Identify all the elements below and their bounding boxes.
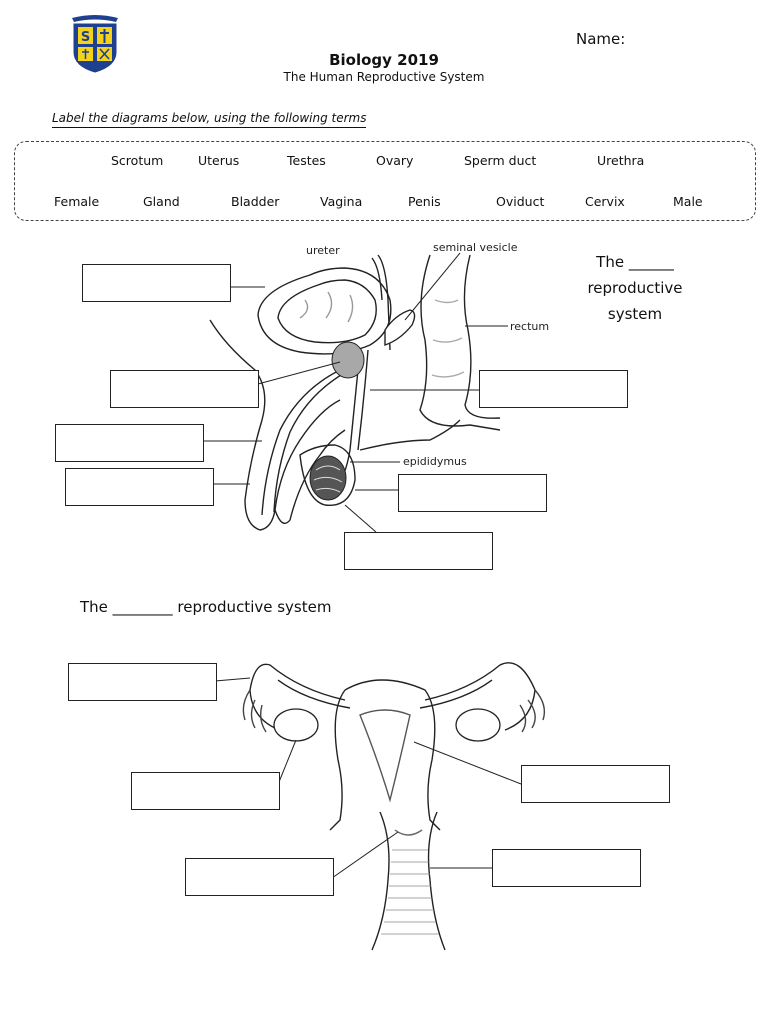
term-vagina: Vagina bbox=[320, 194, 363, 209]
term-testes: Testes bbox=[287, 153, 326, 168]
term-scrotum: Scrotum bbox=[111, 153, 164, 168]
male-system-title: The ______ reproductive system bbox=[566, 249, 704, 327]
instruction-text: Label the diagrams below, using the foll… bbox=[52, 111, 367, 128]
term-male: Male bbox=[673, 194, 703, 209]
answer-box-female-5[interactable] bbox=[492, 849, 641, 887]
female-system-title: The ________ reproductive system bbox=[80, 598, 332, 616]
word-bank: Scrotum Uterus Testes Ovary Sperm duct U… bbox=[14, 141, 756, 221]
answer-box-female-1[interactable] bbox=[68, 663, 217, 701]
label-epididymus: epididymus bbox=[403, 455, 467, 468]
answer-box-female-3[interactable] bbox=[521, 765, 670, 803]
answer-box-male-3[interactable] bbox=[55, 424, 204, 462]
answer-box-male-2[interactable] bbox=[110, 370, 259, 408]
answer-box-female-4[interactable] bbox=[185, 858, 334, 896]
term-cervix: Cervix bbox=[585, 194, 625, 209]
term-oviduct: Oviduct bbox=[496, 194, 545, 209]
term-female: Female bbox=[54, 194, 100, 209]
answer-box-male-4[interactable] bbox=[65, 468, 214, 506]
term-gland: Gland bbox=[143, 194, 180, 209]
label-seminal-vesicle: seminal vesicle bbox=[433, 241, 518, 254]
svg-text:S: S bbox=[81, 30, 90, 45]
answer-box-male-1[interactable] bbox=[82, 264, 231, 302]
page-subtitle: The Human Reproductive System bbox=[283, 70, 485, 84]
answer-box-male-5[interactable] bbox=[479, 370, 628, 408]
name-label: Name: bbox=[576, 30, 626, 48]
male-title-line3: system bbox=[607, 305, 663, 323]
answer-box-male-6[interactable] bbox=[398, 474, 547, 512]
term-urethra: Urethra bbox=[597, 153, 645, 168]
school-crest-logo: S bbox=[72, 15, 118, 73]
answer-box-male-7[interactable] bbox=[344, 532, 493, 570]
male-title-line1: The ______ bbox=[596, 253, 674, 271]
term-penis: Penis bbox=[408, 194, 441, 209]
term-uterus: Uterus bbox=[198, 153, 240, 168]
answer-box-female-2[interactable] bbox=[131, 772, 280, 810]
label-rectum: rectum bbox=[510, 320, 549, 333]
page-title: Biology 2019 bbox=[329, 51, 439, 69]
term-sperm-duct: Sperm duct bbox=[464, 153, 537, 168]
male-title-line2: reproductive bbox=[587, 279, 683, 297]
term-ovary: Ovary bbox=[376, 153, 414, 168]
term-bladder: Bladder bbox=[231, 194, 280, 209]
label-ureter: ureter bbox=[306, 244, 340, 257]
